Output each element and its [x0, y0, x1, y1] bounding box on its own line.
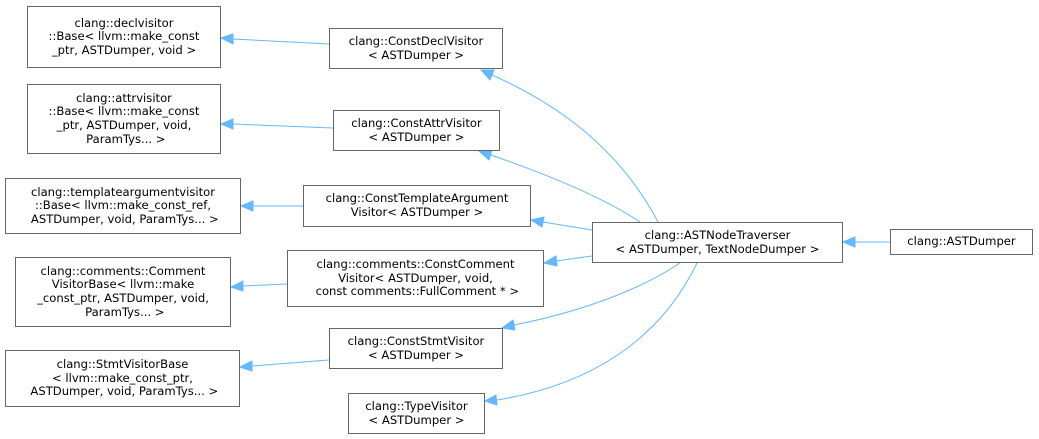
node-label: clang::ASTDumper — [907, 234, 1016, 249]
node-declvisitor-base[interactable]: clang::declvisitor ::Base< llvm::make_co… — [27, 6, 221, 68]
edge-astnodetraverser-to-consttemplateargumentvisitor — [542, 221, 593, 231]
edge-astnodetraverser-to-constattrvisitor — [490, 154, 641, 223]
node-const-decl-visitor[interactable]: clang::ConstDeclVisitor < ASTDumper > — [329, 28, 503, 69]
arrowhead-declvisitor-base — [219, 33, 234, 45]
arrowhead-typevisitor — [483, 394, 498, 406]
node-label: clang::ASTNodeTraverser < ASTDumper, Tex… — [615, 227, 820, 256]
node-stmt-visitor-base[interactable]: clang::StmtVisitorBase < llvm::make_cons… — [5, 350, 240, 407]
arrowhead-attrvisitor-base — [219, 118, 234, 130]
node-attrvisitor-base[interactable]: clang::attrvisitor ::Base< llvm::make_co… — [27, 84, 221, 154]
node-const-stmt-visitor[interactable]: clang::ConstStmtVisitor < ASTDumper > — [329, 328, 503, 369]
arrowhead-astnodetraverser — [841, 236, 856, 248]
node-label: clang::declvisitor ::Base< llvm::make_co… — [48, 15, 200, 57]
node-templateargumentvisitor-base[interactable]: clang::templateargumentvisitor ::Base< l… — [5, 178, 241, 234]
node-const-attr-visitor[interactable]: clang::ConstAttrVisitor < ASTDumper > — [333, 110, 500, 151]
arrowhead-commentvisitorbase — [229, 280, 244, 292]
arrowhead-constcommentvisitor — [542, 255, 558, 267]
node-label: clang::templateargumentvisitor ::Base< l… — [30, 184, 219, 226]
node-label: clang::StmtVisitorBase < llvm::make_cons… — [30, 357, 219, 399]
edge-astnodetraverser-to-conststmtvisitor — [513, 262, 681, 326]
node-label: clang::TypeVisitor < ASTDumper > — [365, 398, 468, 427]
node-const-template-argument-visitor[interactable]: clang::ConstTemplateArgument Visitor< AS… — [303, 185, 531, 227]
arrowhead-consttemplateargumentvisitor — [529, 216, 545, 228]
node-type-visitor[interactable]: clang::TypeVisitor < ASTDumper > — [348, 393, 485, 434]
edge-astnodetraverser-to-constdeclvisitor — [491, 74, 659, 223]
arrowhead-constattrvisitor — [477, 149, 493, 161]
node-label: clang::ConstDeclVisitor < ASTDumper > — [348, 33, 484, 62]
node-ast-node-traverser[interactable]: clang::ASTNodeTraverser < ASTDumper, Tex… — [592, 222, 843, 263]
arrowhead-constdeclvisitor — [479, 69, 495, 81]
node-comment-visitor-base[interactable]: clang::comments::Comment VisitorBase< ll… — [15, 257, 231, 327]
arrowhead-templateargumentvisitor-base — [239, 200, 254, 212]
edge-constcommentvisitor-to-commentvisitorbase — [242, 283, 288, 287]
node-label: clang::ConstStmtVisitor < ASTDumper > — [347, 333, 485, 362]
edge-constattrvisitor-to-attrvisitor-base — [232, 123, 334, 129]
edge-constdeclvisitor-to-declvisitor-base — [232, 38, 330, 45]
edge-conststmtvisitor-to-stmtvisitorbase — [251, 359, 330, 367]
arrowhead-conststmtvisitor — [500, 319, 516, 331]
edge-astnodetraverser-to-constcommentvisitor — [555, 255, 593, 262]
node-label: clang::attrvisitor ::Base< llvm::make_co… — [48, 90, 200, 146]
node-const-comment-visitor[interactable]: clang::comments::ConstComment Visitor< A… — [287, 250, 544, 307]
node-label: clang::comments::Comment VisitorBase< ll… — [37, 263, 209, 319]
node-ast-dumper[interactable]: clang::ASTDumper — [890, 229, 1033, 255]
node-label: clang::comments::ConstComment Visitor< A… — [315, 257, 520, 299]
edge-astnodetraverser-to-typevisitor — [496, 262, 698, 401]
node-label: clang::ConstTemplateArgument Visitor< AS… — [325, 191, 509, 219]
arrowhead-stmtvisitorbase — [238, 360, 253, 372]
node-label: clang::ConstAttrVisitor < ASTDumper > — [351, 115, 482, 144]
